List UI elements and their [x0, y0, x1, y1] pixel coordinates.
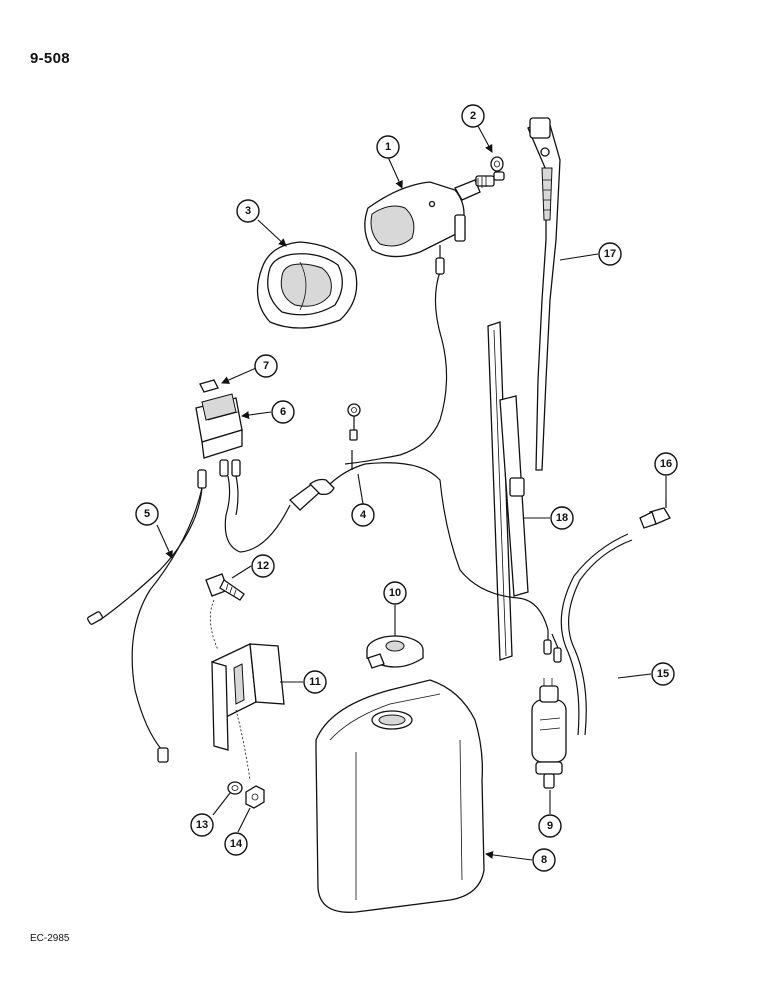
callout-4: 4 — [351, 503, 375, 527]
callout-label: 18 — [556, 512, 568, 524]
callout-label: 1 — [385, 141, 391, 153]
callout-label: 4 — [360, 509, 367, 521]
callout-label: 8 — [541, 854, 547, 866]
callout-9: 9 — [538, 814, 562, 838]
callout-6: 6 — [271, 400, 295, 424]
callout-label: 6 — [280, 406, 286, 418]
part-washer-ring — [490, 156, 504, 172]
leader-lines — [156, 125, 667, 861]
callout-label: 3 — [245, 205, 251, 217]
part-switch-label — [199, 379, 219, 393]
callout-3: 3 — [236, 199, 260, 223]
callout-label: 13 — [196, 819, 208, 831]
callout-label: 17 — [604, 248, 616, 260]
callout-12: 12 — [251, 554, 275, 578]
callout-label: 12 — [257, 560, 269, 572]
part-washer-pump — [531, 678, 567, 789]
part-washer-hose — [560, 533, 633, 736]
drawing-code: EC-2985 — [30, 933, 70, 944]
part-wiring-harness — [197, 403, 562, 663]
callout-14: 14 — [224, 832, 248, 856]
callout-10: 10 — [383, 581, 407, 605]
callout-2: 2 — [461, 104, 485, 128]
callout-label: 7 — [263, 360, 269, 372]
callout-15: 15 — [651, 662, 675, 686]
callout-label: 14 — [230, 838, 243, 850]
part-wiper-arm — [527, 117, 561, 471]
part-wiper-motor — [364, 171, 505, 258]
part-boot — [256, 241, 358, 329]
part-wiper-blade — [487, 321, 529, 661]
callout-label: 2 — [470, 110, 476, 122]
callout-17: 17 — [598, 242, 622, 266]
callout-13: 13 — [190, 813, 214, 837]
callout-5: 5 — [135, 502, 159, 526]
callout-label: 15 — [657, 668, 669, 680]
part-jet-nozzle — [639, 500, 671, 529]
callout-1: 1 — [376, 135, 400, 159]
part-jumper-wire — [87, 487, 203, 763]
callout-label: 5 — [144, 508, 150, 520]
callout-label: 16 — [660, 458, 672, 470]
callout-7: 7 — [254, 354, 278, 378]
page-number: 9-508 — [30, 50, 70, 67]
callout-label: 9 — [547, 820, 553, 832]
callout-8: 8 — [532, 848, 556, 872]
part-mounting-bracket — [211, 643, 285, 781]
part-reservoir-tank — [315, 679, 485, 913]
callout-18: 18 — [550, 506, 574, 530]
part-grommet — [366, 635, 424, 669]
part-bolt — [205, 573, 245, 651]
callout-label: 10 — [389, 587, 401, 599]
part-washer-and-nut — [227, 781, 265, 809]
callout-label: 11 — [309, 676, 321, 688]
callout-16: 16 — [654, 452, 678, 476]
part-rocker-switch — [195, 393, 243, 459]
motor-lead-wire — [344, 245, 448, 465]
callout-11: 11 — [303, 670, 327, 694]
